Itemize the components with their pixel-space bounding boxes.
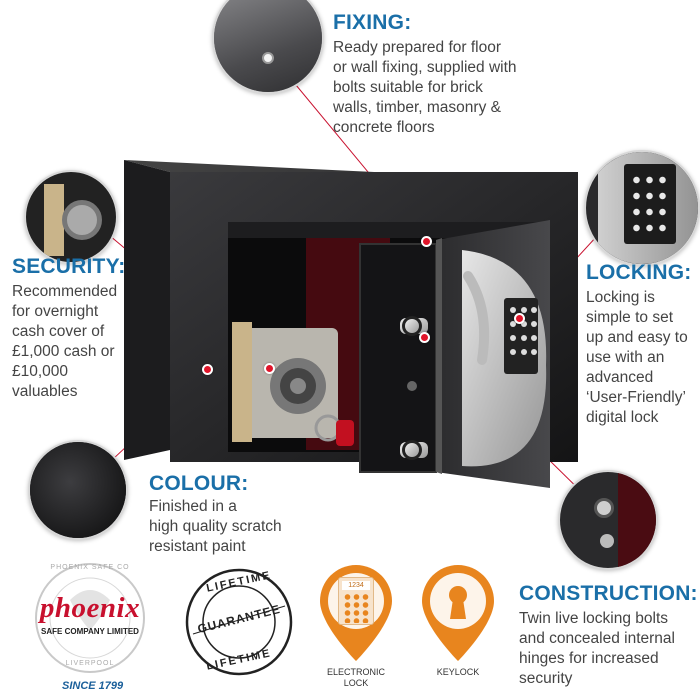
logo-sub: SAFE COMPANY LIMITED <box>41 627 139 636</box>
phoenix-seal-icon <box>35 563 145 673</box>
fixing-detail-image <box>212 0 324 94</box>
security-detail-image <box>24 170 118 264</box>
logo-word: phoenix <box>39 592 141 624</box>
fixing-dot <box>421 236 432 247</box>
colour-text: Finished in a high quality scratch resis… <box>149 498 282 555</box>
colour-dot <box>202 364 213 375</box>
phoenix-logo: PHOENIX SAFE CO phoenix SAFE COMPANY LIM… <box>30 560 150 676</box>
security-dot <box>264 363 275 374</box>
colour-detail-image <box>28 440 128 540</box>
fixing-heading: FIXING: <box>333 11 412 34</box>
keyhole-icon <box>422 565 494 661</box>
keypad-icon: 1234 <box>338 577 374 625</box>
lifetime-guarantee-stamp: LIFETIME GUARANTEE LIFETIME <box>183 566 295 678</box>
fixing-text: Ready prepared for floor or wall fixing,… <box>333 39 517 136</box>
locking-detail-image <box>584 150 700 266</box>
locking-dot <box>514 313 525 324</box>
locking-heading: LOCKING: <box>586 261 692 284</box>
since-year: SINCE 1799 <box>62 680 124 692</box>
security-heading: SECURITY: <box>12 255 126 278</box>
stamp-ring-icon <box>185 568 293 676</box>
security-text: Recommended for overnight cash cover of … <box>12 283 118 400</box>
electronic-lock-label: ELECTRONIC LOCK <box>326 667 385 688</box>
construction-text: Twin live locking bolts and concealed in… <box>519 610 675 687</box>
construction-dot <box>419 332 430 343</box>
electronic-lock-badge: 1234 <box>318 565 394 663</box>
construction-detail-image <box>558 470 658 570</box>
keylock-badge <box>420 565 496 663</box>
logo-ring-top: PHOENIX SAFE CO <box>50 564 130 571</box>
locking-text: Locking is simple to set up and easy to … <box>586 289 688 426</box>
safe-image <box>124 160 578 488</box>
keylock-label: KEYLOCK <box>436 667 480 677</box>
colour-heading: COLOUR: <box>149 472 249 495</box>
logo-ring-bottom: LIVERPOOL <box>65 660 115 667</box>
construction-heading: CONSTRUCTION: <box>519 582 698 605</box>
